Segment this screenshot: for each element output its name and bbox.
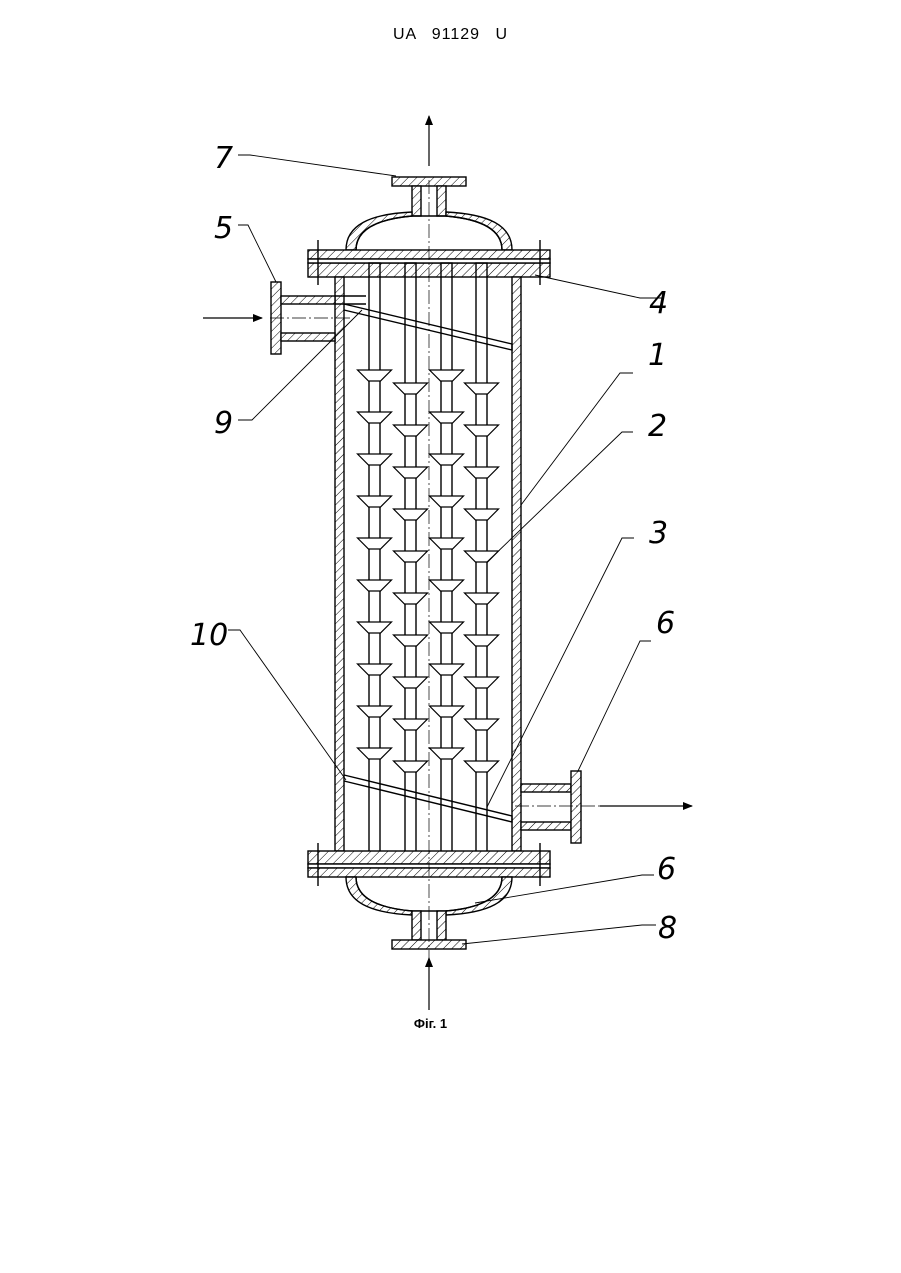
- leader-7: [238, 155, 396, 176]
- tube-fin: [394, 593, 428, 604]
- tube-fin: [358, 370, 392, 381]
- tube-fin: [394, 509, 428, 520]
- leader-10: [228, 630, 346, 780]
- tube-fin: [394, 425, 428, 436]
- tube-fin: [465, 635, 499, 646]
- tube-fin: [465, 761, 499, 772]
- tube-fin: [465, 593, 499, 604]
- tube-fin: [394, 383, 428, 394]
- tube-fin: [358, 454, 392, 465]
- tube-fin: [358, 580, 392, 591]
- label-2: 2: [648, 409, 667, 444]
- tube-fin: [465, 383, 499, 394]
- label-6-upper: 6: [656, 606, 675, 641]
- tube-fin: [465, 509, 499, 520]
- tube-fin: [358, 538, 392, 549]
- tube-fin: [394, 635, 428, 646]
- tube-fins: [358, 370, 499, 772]
- tube-fin: [465, 677, 499, 688]
- tube-fin: [465, 467, 499, 478]
- tube-fin: [465, 425, 499, 436]
- leader-4: [535, 275, 664, 298]
- tube-fin: [430, 706, 464, 717]
- tube-bundle: [369, 263, 487, 863]
- label-9: 9: [214, 406, 233, 441]
- tube-fin: [394, 719, 428, 730]
- tube-fin: [358, 664, 392, 675]
- tube-fin: [358, 706, 392, 717]
- leader-8: [462, 925, 656, 944]
- leader-3: [487, 538, 634, 807]
- tube-fin: [430, 412, 464, 423]
- tube-fin: [394, 467, 428, 478]
- tube-fin: [430, 748, 464, 759]
- tube-fin: [430, 580, 464, 591]
- tube-fin: [430, 664, 464, 675]
- tube-fin: [358, 496, 392, 507]
- label-5: 5: [214, 211, 233, 246]
- label-6-lower: 6: [657, 852, 676, 887]
- tube-fin: [358, 748, 392, 759]
- outlet-nozzle: [521, 771, 581, 843]
- label-4: 4: [649, 286, 668, 321]
- tube-fin: [430, 538, 464, 549]
- tube-fin: [430, 622, 464, 633]
- label-3: 3: [649, 516, 668, 551]
- label-10: 10: [190, 618, 228, 653]
- tube-fin: [394, 761, 428, 772]
- tube-fin: [430, 496, 464, 507]
- leader-2: [487, 432, 633, 562]
- tube-fin: [465, 551, 499, 562]
- label-7: 7: [214, 141, 233, 176]
- label-8: 8: [658, 911, 677, 946]
- leader-5: [238, 225, 276, 282]
- tube-fin: [358, 412, 392, 423]
- tube-fin: [394, 551, 428, 562]
- tube-fin: [394, 677, 428, 688]
- tube-fin: [430, 370, 464, 381]
- leader-1: [521, 373, 633, 505]
- tube-fin: [358, 622, 392, 633]
- tube-fin: [465, 719, 499, 730]
- leader-6-upper: [578, 641, 651, 771]
- figure-caption: Фіг. 1: [0, 1016, 861, 1031]
- label-1: 1: [648, 338, 667, 373]
- tube-fin: [430, 454, 464, 465]
